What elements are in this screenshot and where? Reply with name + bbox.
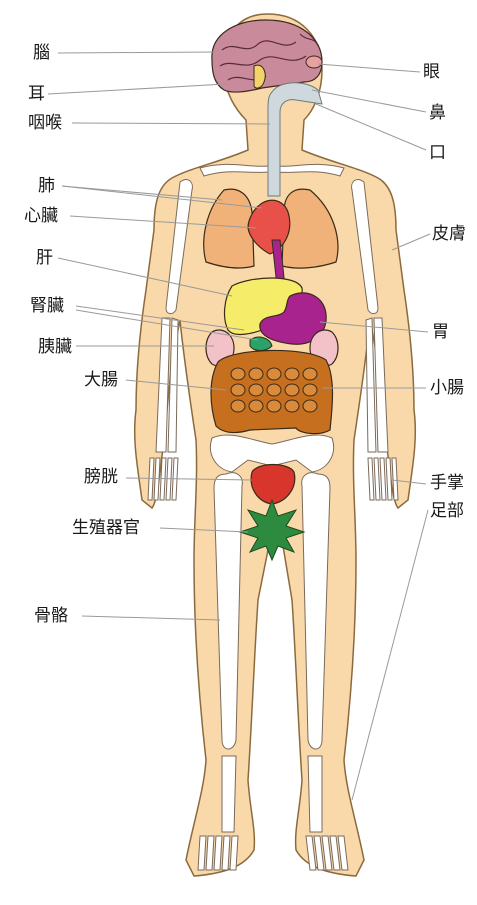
label-nose: 鼻 (429, 103, 446, 123)
label-skeleton: 骨骼 (34, 606, 68, 626)
toe-bone-left (222, 836, 230, 870)
eye-organ (306, 56, 322, 68)
leader-line (352, 510, 428, 800)
toe-bone-left (214, 836, 222, 870)
label-bladder: 膀胱 (84, 467, 118, 487)
leader-line (318, 64, 420, 72)
intestine-coil (303, 368, 317, 380)
intestine-coil (267, 368, 281, 380)
leader-line (316, 104, 426, 150)
intestine-coil (231, 384, 245, 396)
finger-bone-right (380, 458, 386, 500)
label-liver: 肝 (36, 248, 53, 268)
toe-bone-left (206, 836, 214, 870)
label-eye: 眼 (423, 62, 440, 82)
leader-line (72, 123, 270, 124)
leader-line (48, 84, 226, 94)
label-foot: 足部 (430, 501, 464, 521)
label-hand: 手掌 (430, 473, 464, 493)
tibia-left (222, 756, 236, 832)
label-large-intestine: 大腸 (84, 370, 118, 390)
tibia-right (308, 756, 322, 832)
intestine-coil (303, 384, 317, 396)
finger-bone-right (374, 458, 380, 500)
intestine-coil (249, 400, 263, 412)
intestine-coil (267, 400, 281, 412)
leader-line (58, 52, 216, 53)
label-pancreas: 胰臟 (38, 337, 72, 357)
intestine-coil (303, 400, 317, 412)
label-skin: 皮膚 (432, 224, 466, 244)
label-lung: 肺 (38, 176, 55, 196)
intestine-coil (285, 368, 299, 380)
label-mouth: 口 (429, 143, 446, 163)
intestine-coil (231, 400, 245, 412)
label-reproductive: 生殖器官 (72, 518, 140, 538)
intestine-coil (285, 400, 299, 412)
intestine-coil (267, 384, 281, 396)
intestine-coil (249, 384, 263, 396)
small-intestine-organ (231, 368, 317, 412)
label-ear: 耳 (28, 84, 45, 104)
label-small-intestine: 小腸 (430, 378, 464, 398)
toe-bone-left (198, 836, 206, 870)
intestine-coil (231, 368, 245, 380)
toe-bone-left (230, 836, 238, 870)
label-throat: 咽喉 (28, 113, 62, 133)
finger-bone-right (368, 458, 374, 500)
leader-line (312, 90, 426, 112)
label-brain: 腦 (33, 43, 50, 63)
intestine-coil (285, 384, 299, 396)
label-heart: 心臟 (24, 206, 58, 226)
label-kidney: 腎臟 (30, 296, 64, 316)
label-stomach: 胃 (432, 322, 449, 342)
intestine-coil (249, 368, 263, 380)
